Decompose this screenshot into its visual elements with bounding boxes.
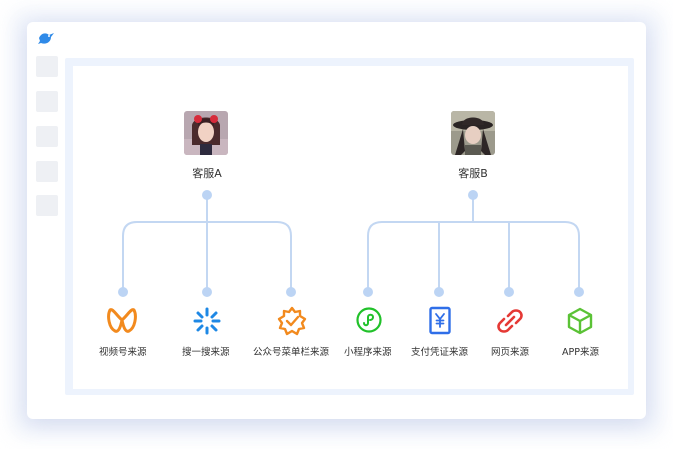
source-label: 小程序来源 [344,347,392,358]
node-dot [434,287,444,297]
payment-receipt-icon [429,306,451,335]
agent-a-name: 客服A [192,167,222,180]
agent-b-name: 客服B [458,167,488,180]
source-label: 支付凭证来源 [411,347,469,358]
node-dot [468,190,478,200]
web-link-icon [497,309,523,333]
node-dot [202,287,212,297]
search-burst-icon [193,307,221,335]
sidebar-item-5[interactable] [36,195,58,216]
node-dot [574,287,584,297]
node-dot [504,287,514,297]
app-cube-icon [567,307,593,335]
sidebar-item-3[interactable] [36,126,58,147]
bird-logo-icon [38,33,54,44]
node-dot [202,190,212,200]
connector-b-bar [367,221,580,292]
node-dot [286,287,296,297]
source-label: 搜一搜来源 [182,347,230,358]
content-panel [73,66,628,389]
app-window [27,22,646,419]
source-label: 视频号来源 [99,347,147,358]
video-channel-icon [107,308,137,333]
node-dot [118,287,128,297]
sidebar-item-1[interactable] [36,56,58,77]
agent-b-avatar[interactable] [451,111,495,155]
mini-program-icon [356,307,382,333]
source-label: 公众号菜单栏来源 [253,347,330,358]
source-label: APP来源 [562,347,599,358]
official-account-icon [277,306,307,336]
sidebar-item-4[interactable] [36,161,58,182]
sidebar-item-2[interactable] [36,91,58,112]
node-dot [363,287,373,297]
source-label: 网页来源 [491,347,530,358]
agent-a-avatar[interactable] [184,111,228,155]
